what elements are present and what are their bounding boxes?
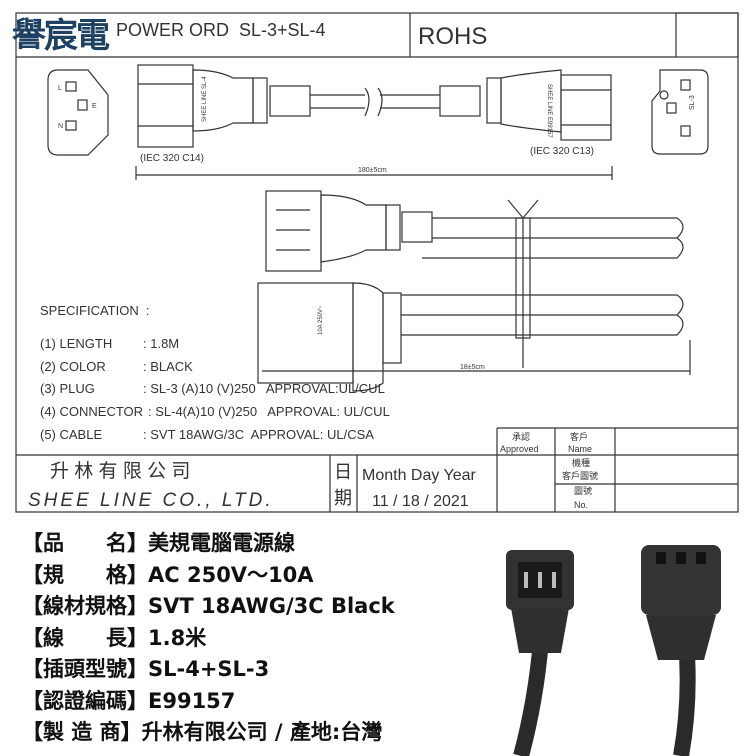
svg-text:客戶: 客戶 <box>570 431 588 442</box>
svg-text:圖號: 圖號 <box>574 485 592 496</box>
length-dimension: 180±5cm <box>358 167 387 174</box>
c14-connector-body <box>137 64 194 148</box>
svg-text:機種: 機種 <box>572 457 590 468</box>
brand-logo: 譽宸電 <box>12 16 110 56</box>
c13-label: (IEC 320 C13) <box>530 146 594 157</box>
svg-text:Month Day Year: Month Day Year <box>362 467 477 484</box>
company-name-en: SHEE LINE CO., LTD. <box>28 490 274 511</box>
c14-label: (IEC 320 C14) <box>140 153 204 164</box>
svg-text:L: L <box>58 85 62 92</box>
technical-drawing: POWER ORD SL-3+SL-4 ROHS L E N SHEE LINE… <box>15 12 739 513</box>
svg-text:Name: Name <box>568 444 592 454</box>
svg-text:: SL-4(A)10 (V)250 APPROVAL:: : SL-4(A)10 (V)250 APPROVAL: UL/CUL <box>148 404 390 419</box>
drawing-date: 11 / 18 / 2021 <box>372 493 469 510</box>
svg-text:: BLACK: : BLACK <box>143 359 193 374</box>
svg-text:: 1.8M: : 1.8M <box>143 336 179 351</box>
svg-text:SL-3: SL-3 <box>689 95 696 110</box>
info-maker: 【製 造 商】升林有限公司 / 產地:台灣 <box>22 720 383 744</box>
product-photo <box>506 545 721 756</box>
svg-text:Approved: Approved <box>500 444 539 454</box>
c13-face-icon <box>651 69 709 155</box>
svg-text:E: E <box>92 103 97 110</box>
svg-text:SHEE LINE SL-4: SHEE LINE SL-4 <box>202 76 208 122</box>
spec-heading: SPECIFICATION : <box>40 303 150 318</box>
info-wire: 【線材規格】SVT 18AWG/3C Black <box>22 594 395 618</box>
svg-text:10A 250V~: 10A 250V~ <box>318 305 324 335</box>
svg-text:N: N <box>58 123 63 130</box>
spec-list: (1) LENGTH : 1.8M (2) COLOR : BLACK (3) PL… <box>40 336 390 442</box>
drawing-title: POWER ORD SL-3+SL-4 <box>116 20 326 40</box>
info-cert: 【認證編碼】E99157 <box>22 688 236 713</box>
svg-text:期: 期 <box>334 488 352 508</box>
title-block: 承認 Approved 客戶 Name 機種 客戶圖號 圖號 No. 升 林 有… <box>16 427 738 512</box>
drawing-frame <box>15 12 739 513</box>
svg-text:SHEE LINE E99157: SHEE LINE E99157 <box>546 84 552 138</box>
product-info-list: 【品 名】美規電腦電源線 【規 格】AC 250V～10A 【線材規格】SVT … <box>22 528 395 749</box>
bundle-dimension: 18±5cm <box>460 364 485 371</box>
info-length: 【線 長】1.8米 <box>22 625 207 650</box>
svg-text:(2) COLOR: (2) COLOR <box>40 359 106 374</box>
svg-text:(3) PLUG: (3) PLUG <box>40 381 95 396</box>
company-name-zh: 升 林 有 限 公 司 <box>50 460 190 482</box>
c13-connector-body <box>560 74 612 141</box>
info-plug: 【插頭型號】SL-4+SL-3 <box>22 657 270 681</box>
svg-text:日: 日 <box>334 462 352 482</box>
svg-text:客戶圖號: 客戶圖號 <box>562 470 598 481</box>
rohs-label: ROHS <box>418 23 487 50</box>
svg-text:: SVT 18AWG/3C APPROVAL: UL/C: : SVT 18AWG/3C APPROVAL: UL/CSA <box>143 427 374 442</box>
svg-text:No.: No. <box>574 500 588 510</box>
svg-text:: SL-3 (A)10 (V)250 APPROVAL: : SL-3 (A)10 (V)250 APPROVAL:UL/CUL <box>143 381 385 396</box>
info-name: 【品 名】美規電腦電源線 <box>22 531 295 555</box>
svg-text:(1) LENGTH: (1) LENGTH <box>40 336 112 351</box>
info-rating: 【規 格】AC 250V～10A <box>22 562 314 587</box>
svg-text:承認: 承認 <box>512 431 530 442</box>
svg-text:(4) CONNECTOR: (4) CONNECTOR <box>40 404 143 419</box>
c14-face-icon <box>47 69 109 156</box>
svg-text:(5) CABLE: (5) CABLE <box>40 427 102 442</box>
